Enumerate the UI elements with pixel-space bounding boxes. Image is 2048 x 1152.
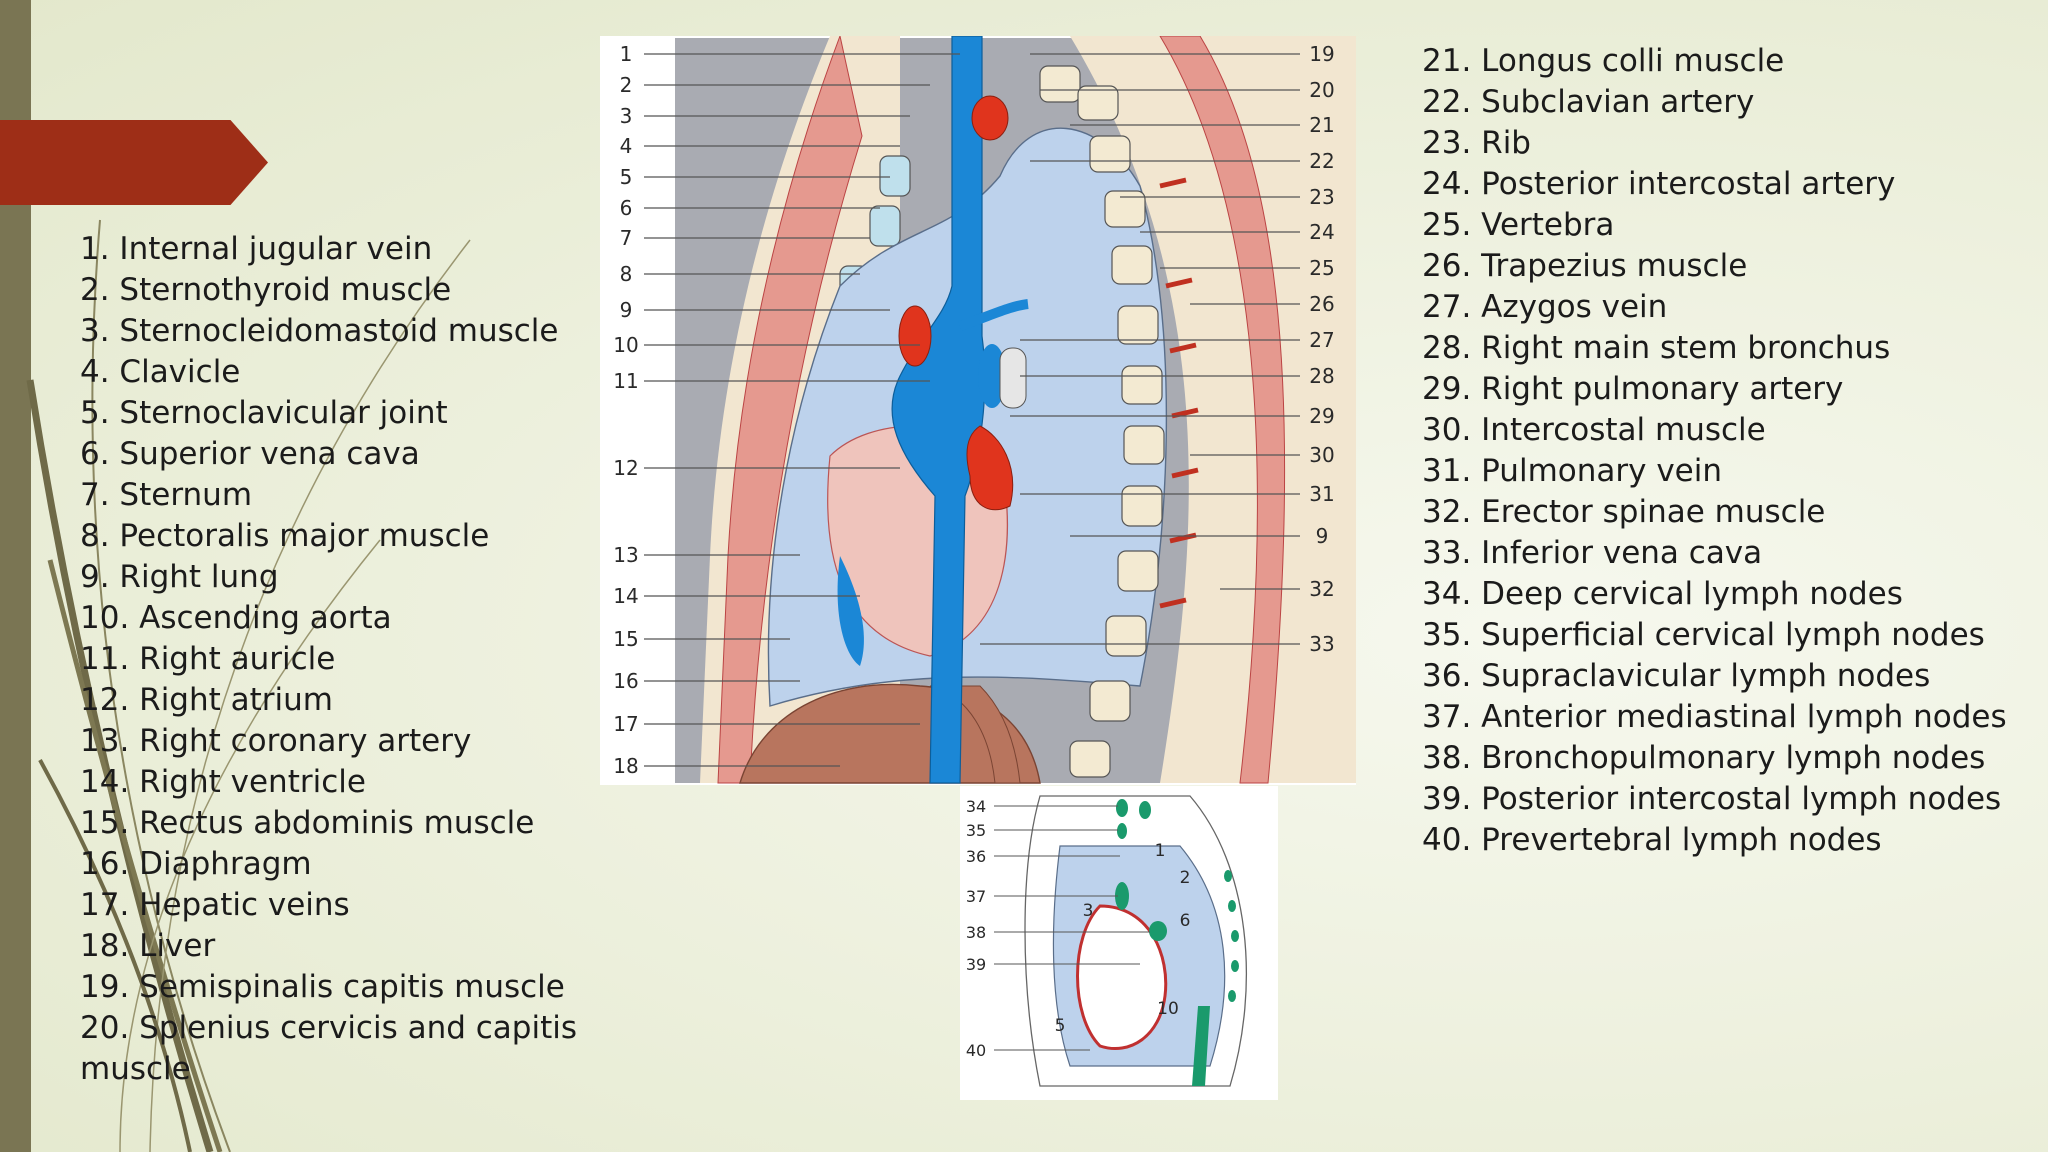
legend-list-left: 1. Internal jugular vein 2. Sternothyroid… xyxy=(80,229,580,1090)
legend-item-right: 40. Prevertebral lymph nodes xyxy=(1422,822,1882,858)
inset-callout-number: 40 xyxy=(966,1041,986,1060)
legend-item-right: 21. Longus colli muscle xyxy=(1422,43,1785,79)
main-callout-number-left: 5 xyxy=(620,165,633,189)
main-callout-number-left: 12 xyxy=(613,456,638,480)
legend-item-right: 25. Vertebra xyxy=(1422,207,1615,243)
legend-item-left: 16. Diaphragm xyxy=(80,846,312,882)
main-callout-number-right: 28 xyxy=(1309,364,1334,388)
legend-item-left: 5. Sternoclavicular joint xyxy=(80,395,448,431)
main-callout-number-right: 31 xyxy=(1309,482,1334,506)
legend-item-right: 28. Right main stem bronchus xyxy=(1422,330,1891,366)
legend-item-right: 23. Rib xyxy=(1422,125,1531,161)
main-callout-number-left: 3 xyxy=(620,104,633,128)
main-callout-number-right: 9 xyxy=(1316,524,1329,548)
main-callout-number-right: 32 xyxy=(1309,577,1334,601)
main-callout-number-right: 20 xyxy=(1309,78,1334,102)
legend-item-right: 36. Supraclavicular lymph nodes xyxy=(1422,658,1931,694)
legend-item-left: 1. Internal jugular vein xyxy=(80,231,433,267)
inset-region-number: 1 xyxy=(1155,841,1166,861)
main-callout-number-right: 29 xyxy=(1309,404,1334,428)
main-callout-number-left: 16 xyxy=(613,669,638,693)
main-callout-number-left: 18 xyxy=(613,754,638,778)
main-callout-number-left: 2 xyxy=(620,73,633,97)
legend-item-left: 20. Splenius cervicis and capitis muscle xyxy=(80,1010,578,1087)
legend-item-right: 29. Right pulmonary artery xyxy=(1422,371,1844,407)
legend-item-right: 24. Posterior intercostal artery xyxy=(1422,166,1896,202)
inset-callout-number: 35 xyxy=(966,821,986,840)
legend-item-left: 4. Clavicle xyxy=(80,354,241,390)
inset-callout-number: 38 xyxy=(966,923,986,942)
main-callout-number-left: 7 xyxy=(620,226,633,250)
legend-item-left: 9. Right lung xyxy=(80,559,279,595)
legend-item-right: 32. Erector spinae muscle xyxy=(1422,494,1826,530)
legend-item-right: 33. Inferior vena cava xyxy=(1422,535,1763,571)
legend-item-left: 18. Liver xyxy=(80,928,216,964)
legend-item-right: 27. Azygos vein xyxy=(1422,289,1668,325)
main-callout-number-right: 24 xyxy=(1309,220,1334,244)
inset-callout-number: 37 xyxy=(966,887,986,906)
main-callout-number-right: 23 xyxy=(1309,185,1334,209)
main-callout-number-right: 33 xyxy=(1309,632,1334,656)
legend-item-right: 37. Anterior mediastinal lymph nodes xyxy=(1422,699,2007,735)
legend-item-left: 11. Right auricle xyxy=(80,641,336,677)
legend-item-left: 10. Ascending aorta xyxy=(80,600,392,636)
legend-item-right: 26. Trapezius muscle xyxy=(1422,248,1748,284)
main-callout-number-left: 10 xyxy=(613,333,638,357)
legend-item-left: 6. Superior vena cava xyxy=(80,436,420,472)
main-callout-number-left: 13 xyxy=(613,543,638,567)
main-callout-number-right: 22 xyxy=(1309,149,1334,173)
main-callout-number-right: 19 xyxy=(1309,42,1334,66)
legend-item-right: 30. Intercostal muscle xyxy=(1422,412,1766,448)
main-callout-number-left: 17 xyxy=(613,712,638,736)
main-callout-number-right: 25 xyxy=(1309,256,1334,280)
title-arrow-banner xyxy=(0,120,268,205)
legend-item-left: 12. Right atrium xyxy=(80,682,333,718)
inset-region-number: 2 xyxy=(1180,868,1191,888)
legend-item-right: 38. Bronchopulmonary lymph nodes xyxy=(1422,740,1986,776)
legend-item-left: 7. Sternum xyxy=(80,477,253,513)
legend-item-left: 14. Right ventricle xyxy=(80,764,366,800)
main-callout-number-right: 21 xyxy=(1309,113,1334,137)
decorative-curves xyxy=(26,219,471,1152)
main-callout-number-left: 8 xyxy=(620,262,633,286)
main-callout-number-left: 6 xyxy=(620,196,633,220)
main-callout-number-right: 27 xyxy=(1309,328,1334,352)
inset-region-number: 10 xyxy=(1157,999,1179,1019)
main-callout-number-left: 1 xyxy=(620,42,633,66)
inset-callout-number: 34 xyxy=(966,797,986,816)
inset-region-number: 5 xyxy=(1055,1016,1066,1036)
legend-item-right: 22. Subclavian artery xyxy=(1422,84,1755,120)
inset-callout-number: 36 xyxy=(966,847,986,866)
legend-item-right: 34. Deep cervical lymph nodes xyxy=(1422,576,1903,612)
legend-item-left: 13. Right coronary artery xyxy=(80,723,472,759)
main-callout-number-left: 11 xyxy=(613,369,638,393)
legend-list-right: 21. Longus colli muscle 22. Subclavian ar… xyxy=(1422,41,2022,861)
legend-item-left: 15. Rectus abdominis muscle xyxy=(80,805,535,841)
main-callout-number-left: 15 xyxy=(613,627,638,651)
main-callout-number-right: 30 xyxy=(1309,443,1334,467)
legend-item-left: 2. Sternothyroid muscle xyxy=(80,272,452,308)
legend-item-right: 39. Posterior intercostal lymph nodes xyxy=(1422,781,2002,817)
main-callout-number-right: 26 xyxy=(1309,292,1334,316)
legend-item-left: 19. Semispinalis capitis muscle xyxy=(80,969,565,1005)
main-callout-number-left: 4 xyxy=(620,134,633,158)
legend-item-left: 8. Pectoralis major muscle xyxy=(80,518,490,554)
inset-region-number: 6 xyxy=(1180,911,1191,931)
inset-callout-number: 39 xyxy=(966,955,986,974)
legend-item-right: 35. Superficial cervical lymph nodes xyxy=(1422,617,1985,653)
main-callout-number-left: 9 xyxy=(620,298,633,322)
legend-item-left: 3. Sternocleidomastoid muscle xyxy=(80,313,559,349)
legend-item-left: 17. Hepatic veins xyxy=(80,887,350,923)
main-callout-number-left: 14 xyxy=(613,584,638,608)
legend-item-right: 31. Pulmonary vein xyxy=(1422,453,1722,489)
inset-region-number: 3 xyxy=(1083,901,1094,921)
